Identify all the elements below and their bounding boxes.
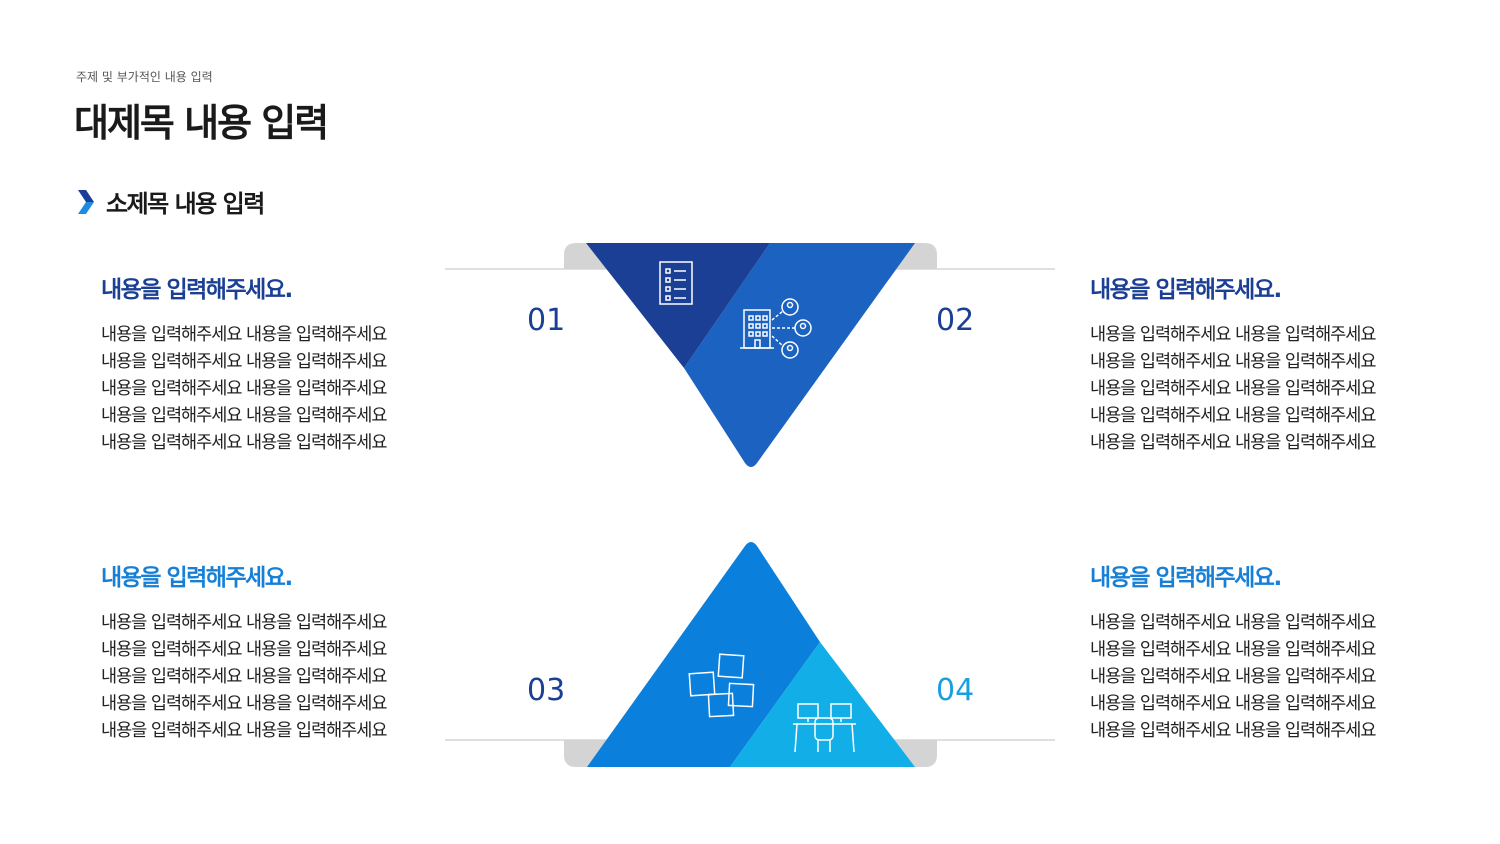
gray-tab-top-right — [889, 243, 937, 269]
block-text-line: 내용을 입력해주세요 내용을 입력해주세요 — [1090, 406, 1377, 426]
block-text-line: 내용을 입력해주세요 내용을 입력해주세요 — [1090, 694, 1377, 714]
block-text-line: 내용을 입력해주세요 내용을 입력해주세요 — [1090, 352, 1377, 372]
page-title: 대제목 내용 입력 — [74, 101, 329, 145]
step-number-03: 03 — [527, 673, 566, 708]
block-text-line: 내용을 입력해주세요 내용을 입력해주세요 — [101, 721, 388, 741]
content-block-02: 내용을 입력해주세요. 내용을 입력해주세요 내용을 입력해주세요 내용을 입력… — [1090, 274, 1410, 457]
block-text-line: 내용을 입력해주세요 내용을 입력해주세요 — [101, 433, 388, 453]
gray-tab-bottom-left — [564, 740, 612, 767]
block-text-line: 내용을 입력해주세요 내용을 입력해주세요 — [1090, 640, 1377, 660]
triangle-top-right — [684, 243, 915, 467]
step-number-01: 01 — [527, 303, 566, 338]
block-text-line: 내용을 입력해주세요 내용을 입력해주세요 — [101, 667, 388, 687]
block-heading: 내용을 입력해주세요. — [1090, 277, 1282, 303]
section-header: 소제목 내용 입력 — [76, 184, 265, 219]
sticky-notes-icon — [688, 653, 755, 718]
block-text-line: 내용을 입력해주세요 내용을 입력해주세요 — [1090, 325, 1377, 345]
building-network-icon — [740, 298, 812, 359]
block-text-line: 내용을 입력해주세요 내용을 입력해주세요 — [101, 406, 388, 426]
block-text-line: 내용을 입력해주세요 내용을 입력해주세요 — [101, 325, 388, 345]
chevron-right-icon — [78, 189, 94, 214]
step-number-02: 02 — [936, 303, 975, 338]
block-heading: 내용을 입력해주세요. — [101, 565, 293, 591]
content-block-04: 내용을 입력해주세요. 내용을 입력해주세요 내용을 입력해주세요 내용을 입력… — [1090, 562, 1410, 745]
block-heading: 내용을 입력해주세요. — [1090, 565, 1282, 591]
section-title: 소제목 내용 입력 — [106, 190, 265, 218]
triangle-top-left — [586, 243, 770, 368]
block-text-line: 내용을 입력해주세요 내용을 입력해주세요 — [1090, 379, 1377, 399]
gray-tab-top-left — [564, 243, 612, 269]
checklist-icon — [659, 261, 693, 305]
block-text-line: 내용을 입력해주세요 내용을 입력해주세요 — [1090, 667, 1377, 687]
content-block-03: 내용을 입력해주세요. 내용을 입력해주세요 내용을 입력해주세요 내용을 입력… — [101, 562, 421, 745]
triangle-bottom-right — [730, 642, 915, 767]
content-block-01: 내용을 입력해주세요. 내용을 입력해주세요 내용을 입력해주세요 내용을 입력… — [101, 274, 421, 457]
block-text-line: 내용을 입력해주세요 내용을 입력해주세요 — [1090, 721, 1377, 741]
block-heading: 내용을 입력해주세요. — [101, 277, 293, 303]
block-text-line: 내용을 입력해주세요 내용을 입력해주세요 — [101, 352, 388, 372]
block-text-line: 내용을 입력해주세요 내용을 입력해주세요 — [101, 694, 388, 714]
triangle-bottom-left — [587, 542, 820, 767]
gray-tab-bottom-right — [889, 740, 937, 767]
block-text-line: 내용을 입력해주세요 내용을 입력해주세요 — [101, 613, 388, 633]
step-number-04: 04 — [936, 673, 975, 708]
block-text-line: 내용을 입력해주세요 내용을 입력해주세요 — [1090, 433, 1377, 453]
block-text-line: 내용을 입력해주세요 내용을 입력해주세요 — [101, 379, 388, 399]
workspace-desks-icon — [793, 703, 856, 753]
page-subtitle: 주제 및 부가적인 내용 입력 — [76, 70, 213, 84]
block-text-line: 내용을 입력해주세요 내용을 입력해주세요 — [1090, 613, 1377, 633]
block-text-line: 내용을 입력해주세요 내용을 입력해주세요 — [101, 640, 388, 660]
